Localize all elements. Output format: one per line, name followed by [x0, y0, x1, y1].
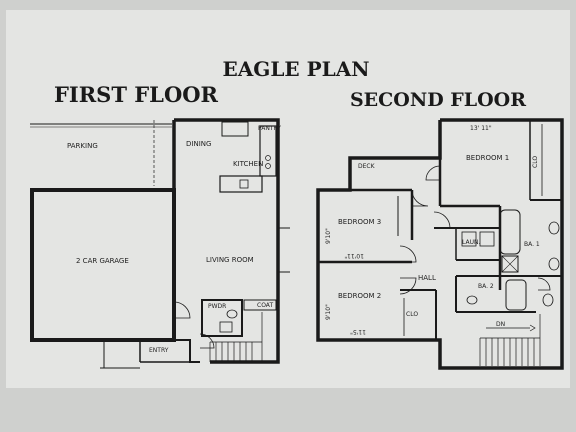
second-floor-stairs: [479, 314, 541, 366]
pantry: [221, 121, 249, 137]
door-swing: [411, 189, 429, 207]
door-swing: [199, 333, 215, 349]
kitchen-label: KITCHEN: [233, 160, 263, 168]
door-swing: [399, 277, 417, 295]
stove-burner: [265, 155, 271, 161]
bedroom2-dimension-vertical: 9'10": [325, 304, 332, 320]
stairs-down-label: DN: [496, 321, 505, 328]
first-floor-stairs: [209, 312, 263, 362]
first-floor-plan: [30, 118, 290, 369]
dryer: [479, 231, 495, 247]
sink: [548, 257, 560, 271]
pantry-label: PANTRY: [258, 125, 281, 132]
bedroom1-dimension: 13' 11": [470, 125, 492, 132]
powder-label: PWDR: [208, 303, 226, 310]
door-swing: [433, 211, 451, 229]
second-floor-heading: SECOND FLOOR: [350, 89, 526, 111]
kitchen-island: [219, 175, 263, 193]
bedroom2-label: BEDROOM 2: [338, 292, 381, 300]
deck-label: DECK: [358, 163, 376, 170]
bedroom1-label: BEDROOM 1: [466, 154, 509, 162]
vanity: [219, 321, 233, 333]
bath2-label: BA. 2: [478, 283, 494, 290]
laundry-label: LAUN.: [462, 239, 480, 246]
dining-label: DINING: [186, 140, 211, 148]
stove-burner: [265, 163, 271, 169]
bedroom3-label: BEDROOM 3: [338, 218, 381, 226]
kitchen-counter: [259, 125, 277, 177]
sink: [548, 221, 560, 235]
bedroom3-dimension-horizontal: 10'11": [344, 252, 364, 259]
paper-sheet: [6, 10, 570, 388]
second-floor-plan: [316, 118, 564, 370]
bedroom3-dimension-vertical: 9'10": [325, 228, 332, 244]
hall-label: HALL: [418, 274, 436, 282]
sink: [239, 179, 249, 189]
plan-title: EAGLE PLAN: [222, 57, 369, 81]
shower-mark: [501, 255, 519, 273]
door-swing: [425, 165, 441, 181]
house-wall: [174, 339, 200, 363]
parking-label: PARKING: [67, 142, 98, 150]
entry-label: ENTRY: [149, 347, 169, 354]
door-swing: [537, 277, 551, 291]
door-swing: [173, 301, 191, 319]
first-floor-labels: PARKING PANTRY DINING KITCHEN 2 CAR GARA…: [67, 125, 281, 354]
tub: [505, 279, 527, 311]
bathtub: [499, 209, 521, 255]
living-room-label: LIVING ROOM: [206, 256, 254, 264]
door-swing: [399, 245, 417, 263]
outer-wall: [316, 118, 564, 370]
bedroom2-dimension-horizontal: 11'5": [350, 328, 366, 335]
powder-room: [201, 299, 243, 337]
garage-label: 2 CAR GARAGE: [76, 257, 129, 265]
shower: [501, 255, 519, 273]
washer: [461, 231, 477, 247]
sink: [542, 293, 554, 307]
closet1-label: CLO: [532, 156, 539, 168]
house-wall: [174, 118, 280, 364]
second-floor-labels: DECK 13' 11" BEDROOM 1 CLO BEDROOM 3 9'1…: [325, 125, 540, 335]
first-floor-heading: FIRST FLOOR: [54, 82, 219, 107]
coat-label: COAT: [257, 302, 273, 309]
closet2-label: CLO: [406, 311, 418, 318]
toilet: [466, 295, 478, 305]
toilet: [226, 309, 238, 319]
coat-closet: [243, 299, 277, 311]
bath1-label: BA. 1: [524, 241, 540, 248]
